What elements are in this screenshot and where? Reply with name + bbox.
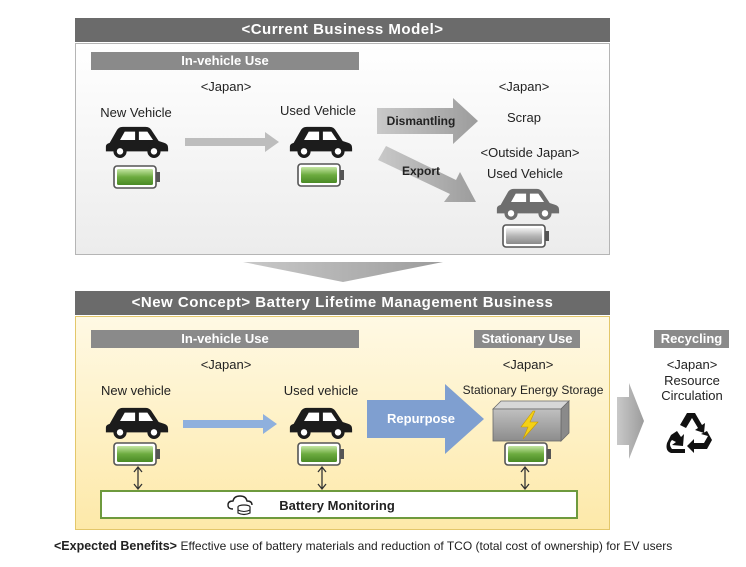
recycling-arrow bbox=[617, 383, 644, 459]
repurpose-label: Repurpose bbox=[387, 411, 455, 426]
current-model-header: <Current Business Model> bbox=[75, 18, 610, 42]
car-icon bbox=[288, 123, 354, 159]
concept-invehicle-label: In-vehicle Use bbox=[91, 330, 359, 348]
expected-benefits-label: <Expected Benefits> bbox=[54, 539, 177, 553]
new-vehicle-label: New Vehicle bbox=[100, 105, 172, 120]
arrow-right bbox=[183, 414, 277, 434]
battery-icon bbox=[297, 442, 345, 466]
outside-japan-label: <Outside Japan> bbox=[480, 145, 580, 160]
stationary-use-label: Stationary Use bbox=[474, 330, 580, 348]
export-arrow bbox=[378, 146, 476, 202]
new-vehicle-label: New vehicle bbox=[100, 383, 172, 398]
expected-benefits: <Expected Benefits> Effective use of bat… bbox=[54, 539, 672, 553]
dismantling-arrow bbox=[377, 98, 478, 144]
current-invehicle-label: In-vehicle Use bbox=[91, 52, 359, 70]
car-icon bbox=[495, 185, 561, 221]
stationary-storage-label: Stationary Energy Storage bbox=[462, 383, 604, 397]
japan-label-recycling: <Japan> bbox=[666, 357, 718, 372]
japan-label-left: <Japan> bbox=[200, 79, 252, 94]
japan-label-concept: <Japan> bbox=[200, 357, 252, 372]
battery-icon bbox=[297, 163, 345, 187]
used-vehicle-label: Used vehicle bbox=[283, 383, 359, 398]
dismantling-label: Dismantling bbox=[386, 114, 456, 128]
japan-label-right: <Japan> bbox=[498, 79, 550, 94]
battery-icon bbox=[504, 442, 552, 466]
recycling-label: Recycling bbox=[654, 330, 729, 348]
lightning-icon bbox=[520, 410, 539, 440]
circulation-label: Circulation bbox=[661, 388, 723, 403]
arrow-right bbox=[185, 132, 279, 152]
battery-monitoring-bar bbox=[100, 490, 578, 519]
cloud-database-icon bbox=[227, 495, 253, 516]
monitor-connector bbox=[317, 465, 327, 491]
car-icon bbox=[104, 404, 170, 440]
japan-label-stationary: <Japan> bbox=[502, 357, 554, 372]
car-icon bbox=[288, 404, 354, 440]
export-label: Export bbox=[401, 164, 440, 178]
battery-monitoring-label: Battery Monitoring bbox=[279, 498, 395, 513]
car-icon bbox=[104, 123, 170, 159]
monitor-connector bbox=[133, 465, 143, 491]
resource-label: Resource bbox=[664, 373, 720, 388]
new-concept-header: <New Concept> Battery Lifetime Managemen… bbox=[75, 291, 610, 315]
expected-benefits-text: Effective use of battery materials and r… bbox=[180, 539, 673, 553]
monitor-connector bbox=[520, 465, 530, 491]
repurpose-arrow bbox=[367, 384, 484, 454]
battery-icon bbox=[113, 165, 161, 189]
transition-arrow bbox=[243, 262, 443, 282]
battery-icon bbox=[113, 442, 161, 466]
battery-icon bbox=[502, 224, 550, 248]
scrap-label: Scrap bbox=[507, 110, 541, 125]
used-vehicle-label: Used Vehicle bbox=[280, 103, 356, 118]
recycle-icon bbox=[666, 413, 712, 453]
used-vehicle-outside-label: Used Vehicle bbox=[487, 166, 563, 181]
storage-box-icon bbox=[492, 400, 570, 442]
